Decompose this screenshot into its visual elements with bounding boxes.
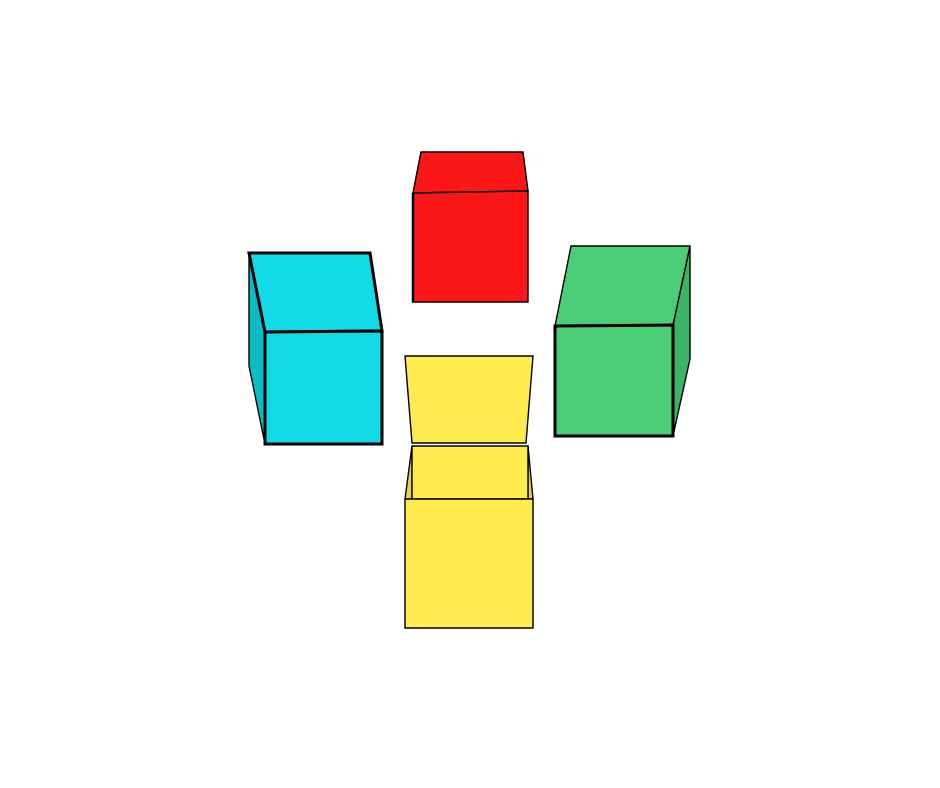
yellow-cube bbox=[404, 355, 534, 629]
cyan-cube-top-face bbox=[247, 251, 384, 334]
red-cube-front-face bbox=[412, 190, 529, 303]
green-cube-top-face bbox=[554, 245, 691, 327]
cyan-cube-front-face bbox=[263, 329, 384, 446]
yellow-cube-left-inner-wall bbox=[404, 445, 413, 500]
yellow-cube-lid-face bbox=[404, 355, 534, 444]
yellow-cube-back-face bbox=[411, 445, 529, 500]
cyan-cube bbox=[247, 251, 384, 446]
yellow-cube-front-face bbox=[404, 498, 534, 629]
yellow-cube-right-inner-wall bbox=[527, 445, 534, 500]
red-cube bbox=[411, 151, 529, 303]
green-cube bbox=[553, 245, 691, 438]
red-cube-top-face bbox=[412, 151, 529, 194]
green-cube-front-face bbox=[553, 323, 675, 438]
